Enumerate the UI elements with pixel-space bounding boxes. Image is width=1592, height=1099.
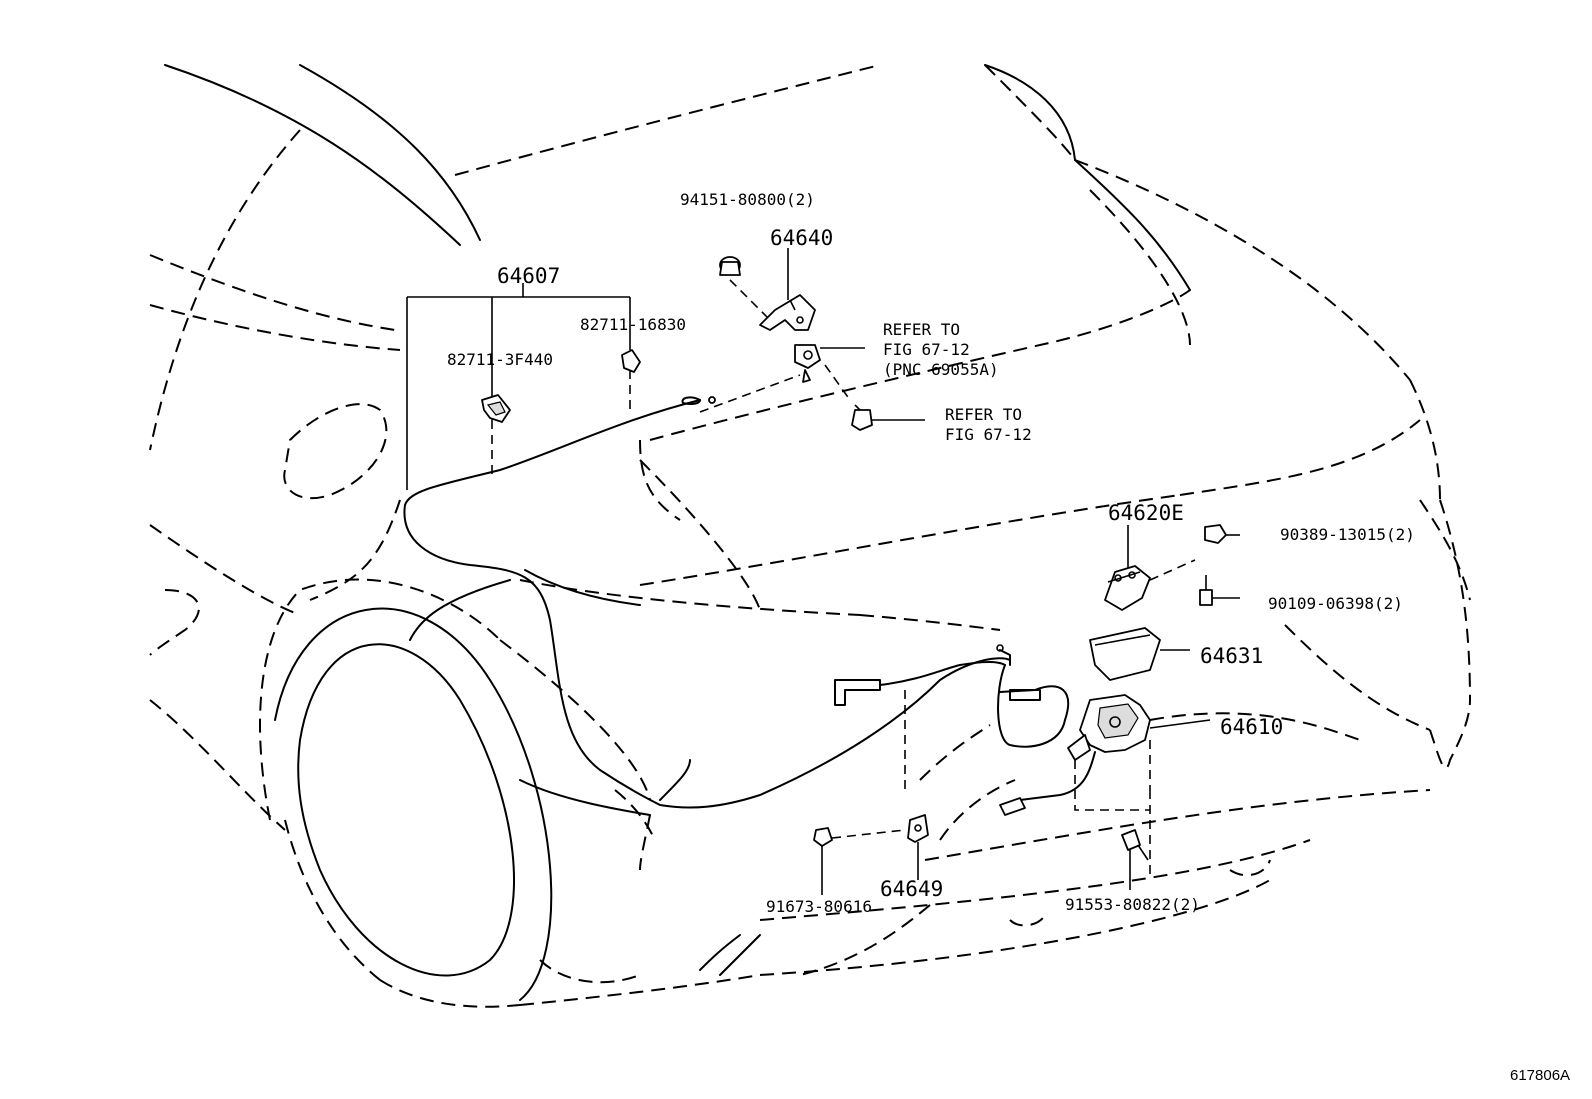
lever-group bbox=[813, 814, 929, 895]
label-94151-80800: 94151-80800(2) bbox=[680, 190, 815, 209]
label-91553-80822: 91553-80822(2) bbox=[1065, 895, 1200, 914]
cable-clips bbox=[481, 349, 641, 423]
bracket-64640 bbox=[759, 294, 816, 331]
clip-90389 bbox=[1204, 524, 1227, 544]
label-90389-13015: 90389-13015(2) bbox=[1280, 525, 1415, 544]
label-refer-to-1: REFER TO bbox=[883, 320, 960, 339]
labels: 94151-80800(2) 64640 64607 82711-16830 8… bbox=[447, 190, 1570, 1084]
lever-cable bbox=[834, 644, 1070, 795]
label-64607: 64607 bbox=[497, 264, 560, 288]
lock-cover-group bbox=[1104, 524, 1240, 611]
figure-code: 617806A bbox=[1510, 1067, 1570, 1084]
label-64610: 64610 bbox=[1220, 715, 1283, 739]
clip-82711-16830 bbox=[621, 349, 641, 373]
label-82711-16830: 82711-16830 bbox=[580, 315, 686, 334]
cover-64620e bbox=[1104, 565, 1151, 611]
label-refer-to-2: REFER TO bbox=[945, 405, 1022, 424]
screw-90109 bbox=[1199, 589, 1213, 606]
hinge-bracket-group bbox=[699, 248, 925, 431]
label-91673-80616: 91673-80616 bbox=[766, 897, 872, 916]
striker-block bbox=[794, 344, 821, 369]
label-refer-pnc: (PNC 69055A) bbox=[883, 360, 999, 379]
lever-64649 bbox=[907, 814, 929, 843]
lock-connector bbox=[999, 797, 1026, 816]
label-64640: 64640 bbox=[770, 226, 833, 250]
label-64649: 64649 bbox=[880, 877, 943, 901]
label-90109-06398: 90109-06398(2) bbox=[1268, 594, 1403, 613]
lock-assembly-group bbox=[999, 694, 1211, 890]
bolt-91553 bbox=[1121, 829, 1141, 851]
label-82711-3f440: 82711-3F440 bbox=[447, 350, 553, 369]
cover-64631 bbox=[1089, 627, 1161, 681]
label-refer-fig-2: FIG 67-12 bbox=[945, 425, 1032, 444]
label-refer-fig-1: FIG 67-12 bbox=[883, 340, 970, 359]
car-body-outline bbox=[149, 64, 1471, 1008]
label-64631: 64631 bbox=[1200, 644, 1263, 668]
seal-cover-group bbox=[1089, 627, 1190, 681]
release-cable bbox=[403, 283, 1011, 809]
screw-91673 bbox=[813, 827, 833, 847]
bolt-refer bbox=[851, 409, 873, 431]
label-64620e: 64620E bbox=[1108, 501, 1184, 525]
